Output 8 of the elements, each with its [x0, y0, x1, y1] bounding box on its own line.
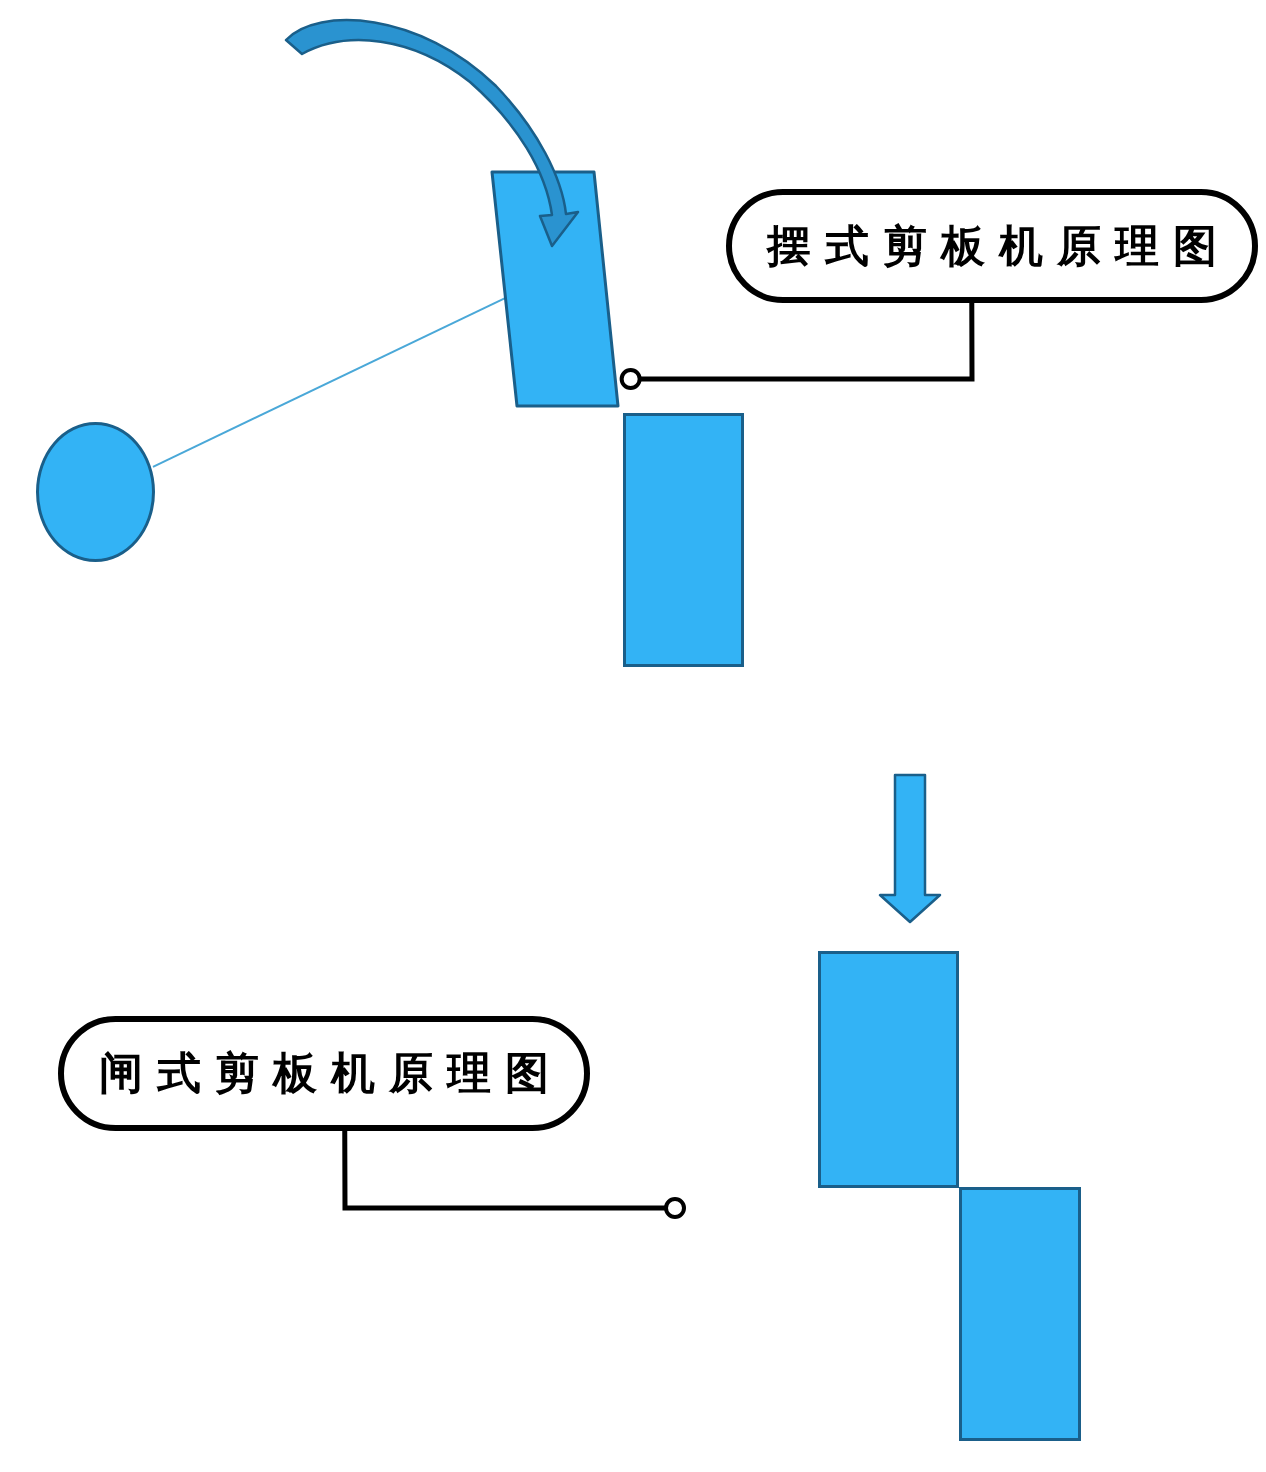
lower-blade: [623, 413, 744, 667]
callout-label: 摆式剪板机原理图: [765, 219, 1231, 273]
leader-line: [619, 303, 975, 390]
lower-blade: [959, 1187, 1081, 1441]
leader-line: [342, 1131, 686, 1219]
upper-blade: [818, 951, 959, 1188]
tilted-blade: [490, 170, 621, 408]
callout-label: 闸式剪板机原理图: [98, 1047, 563, 1100]
